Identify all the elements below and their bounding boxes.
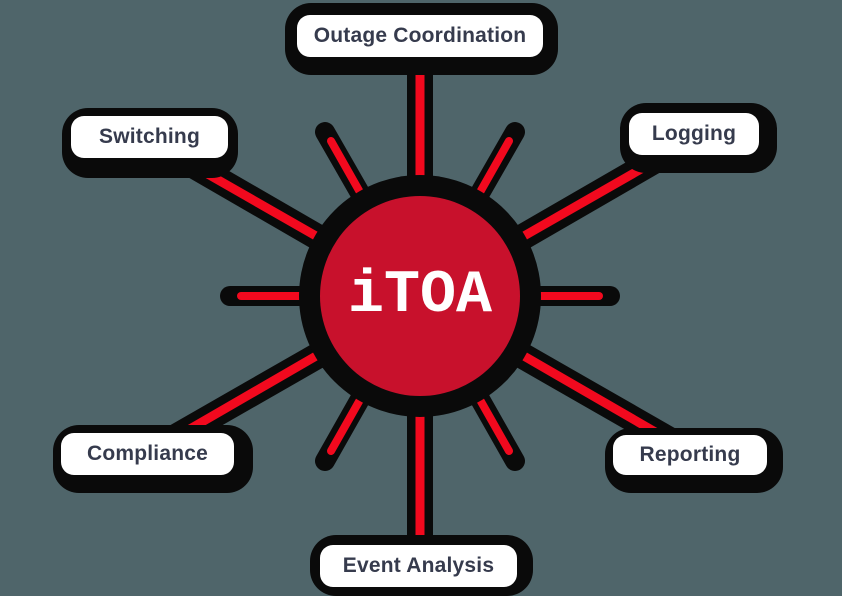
node-label: Outage Coordination: [313, 24, 527, 47]
stub-210: [327, 394, 365, 455]
node-label: Reporting: [639, 443, 741, 466]
node-box: Event Analysis: [320, 545, 517, 587]
node-event-analysis: Event Analysis: [310, 535, 533, 596]
hub-circle: [320, 196, 520, 396]
stub-30: [475, 137, 513, 198]
node-outage-coordination: Outage Coordination: [285, 3, 558, 75]
node-box: Reporting: [613, 435, 767, 475]
node-box: Compliance: [61, 433, 234, 475]
node-box: Switching: [71, 116, 228, 158]
node-label: Compliance: [86, 442, 209, 465]
node-compliance: Compliance: [53, 425, 253, 493]
node-reporting: Reporting: [605, 428, 783, 493]
node-box: Logging: [629, 113, 759, 155]
node-switching: Switching: [62, 108, 238, 178]
stub-150: [475, 394, 513, 455]
node-logging: Logging: [620, 103, 777, 173]
stub-330: [327, 137, 365, 198]
node-label: Event Analysis: [342, 554, 495, 577]
node-label: Switching: [99, 125, 200, 148]
node-box: Outage Coordination: [297, 15, 543, 57]
node-label: Logging: [651, 122, 737, 145]
